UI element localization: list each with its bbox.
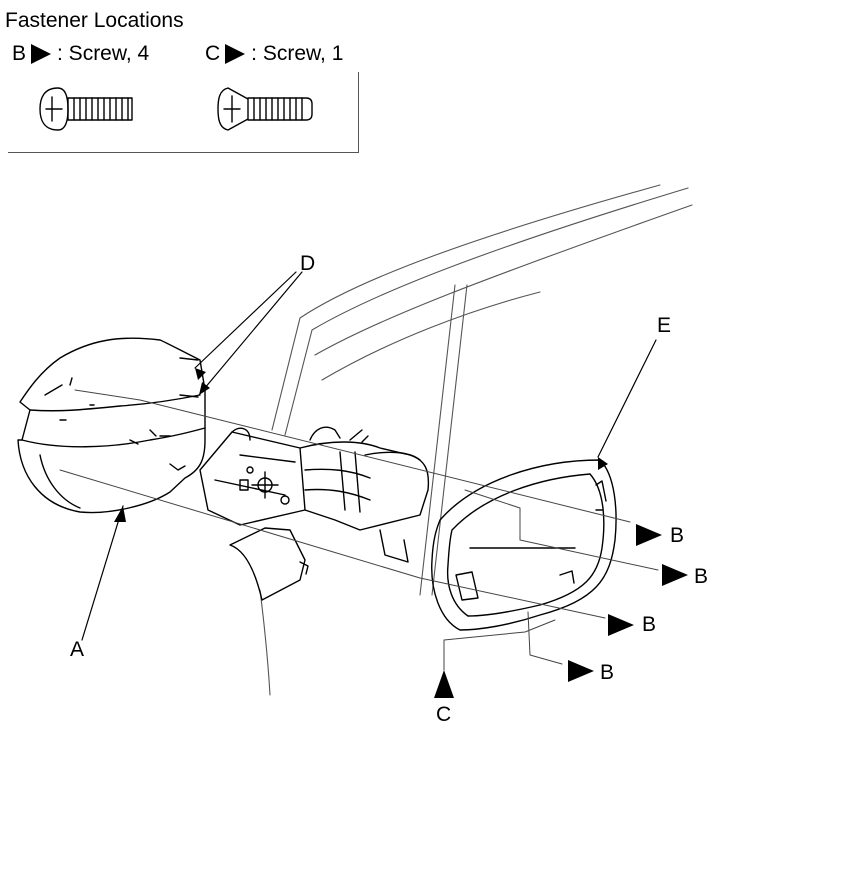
part-d-label: D xyxy=(300,252,316,275)
door-window-frame xyxy=(259,184,693,696)
screw-c-icon xyxy=(217,87,313,131)
part-a-label: A xyxy=(70,638,85,661)
mirror-actuator-assembly xyxy=(199,426,430,601)
triangle-marker-icon xyxy=(31,44,52,64)
legend-text-c: : Screw, 1 xyxy=(251,42,344,65)
leader-lines xyxy=(81,271,657,641)
fastener-c-marker-icon xyxy=(434,670,454,698)
fastener-b-label: B xyxy=(600,661,615,684)
part-e-label: E xyxy=(657,314,672,337)
fastener-c-label: C xyxy=(436,703,452,726)
fastener-b-label: B xyxy=(670,524,685,547)
legend-item-b: B : Screw, 4 xyxy=(12,41,149,67)
triangle-marker-icon xyxy=(225,44,246,64)
fastener-b-marker-icon xyxy=(608,614,634,636)
legend-text-b: : Screw, 4 xyxy=(57,42,150,65)
fastener-b-label: B xyxy=(642,613,657,636)
fastener-b-marker-icon xyxy=(662,564,688,586)
legend-key-c: C xyxy=(205,42,221,65)
mirror-holder-part-e xyxy=(431,459,617,631)
mirror-cover-part-a xyxy=(17,337,206,514)
fastener-locations-title: Fastener Locations xyxy=(5,9,184,32)
fastener-b-label: B xyxy=(694,565,709,588)
screw-b-icon xyxy=(39,87,133,131)
screw-guide-lines xyxy=(59,389,659,671)
legend-frame xyxy=(8,72,359,153)
legend-key-b: B xyxy=(12,42,27,65)
leader-arrowheads xyxy=(114,368,608,522)
fastener-b-marker-icon xyxy=(568,660,594,682)
fastener-b-marker-icon xyxy=(636,524,662,546)
legend-item-c: C : Screw, 1 xyxy=(205,41,343,67)
